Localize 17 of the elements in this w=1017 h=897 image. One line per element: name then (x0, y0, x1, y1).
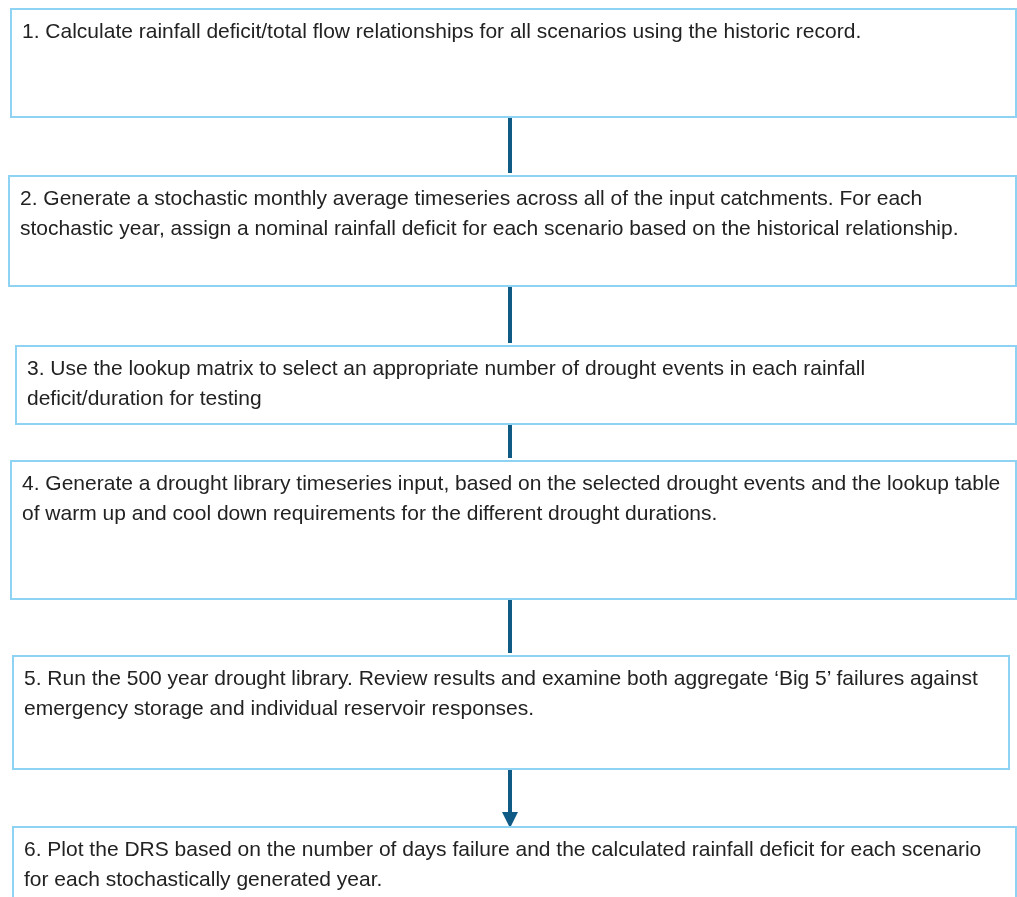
arrow (502, 770, 518, 828)
process-box (12, 826, 1017, 897)
step-text: 4. Generate a drought library timeseries input, based on the selected drought events and the lookup table of warm up and cool down requirements for the different drought durations. (22, 470, 1002, 526)
connector-line (508, 287, 512, 343)
step-text: 6. Plot the DRS based on the number of days failure and the calculated rainfall deficit for each scenario for each stochastically generated year. (24, 836, 983, 892)
process-box (8, 175, 1017, 287)
step-text: 3. Use the lookup matrix to select an appropriate number of drought events in each rainfall deficit/duration for testing (27, 355, 867, 411)
step-text: 1. Calculate rainfall deficit/total flow relationships for all scenarios using the historic record. (22, 18, 863, 44)
step-text: 5. Run the 500 year drought library. Review results and examine both aggregate ‘Big 5’ failures against emergency storage and individual reservoir responses. (24, 665, 979, 721)
process-box (10, 8, 1017, 118)
connector-line (508, 118, 512, 173)
connector-line (508, 425, 512, 458)
step-text: 2. Generate a stochastic monthly average timeseries across all of the input catchments. For each stochastic year, assign a nominal rainfall deficit for each scenario based on the historical relationship. (20, 185, 960, 241)
process-box (15, 345, 1017, 425)
process-box (12, 655, 1010, 770)
connector-line (508, 600, 512, 653)
process-box (10, 460, 1017, 600)
